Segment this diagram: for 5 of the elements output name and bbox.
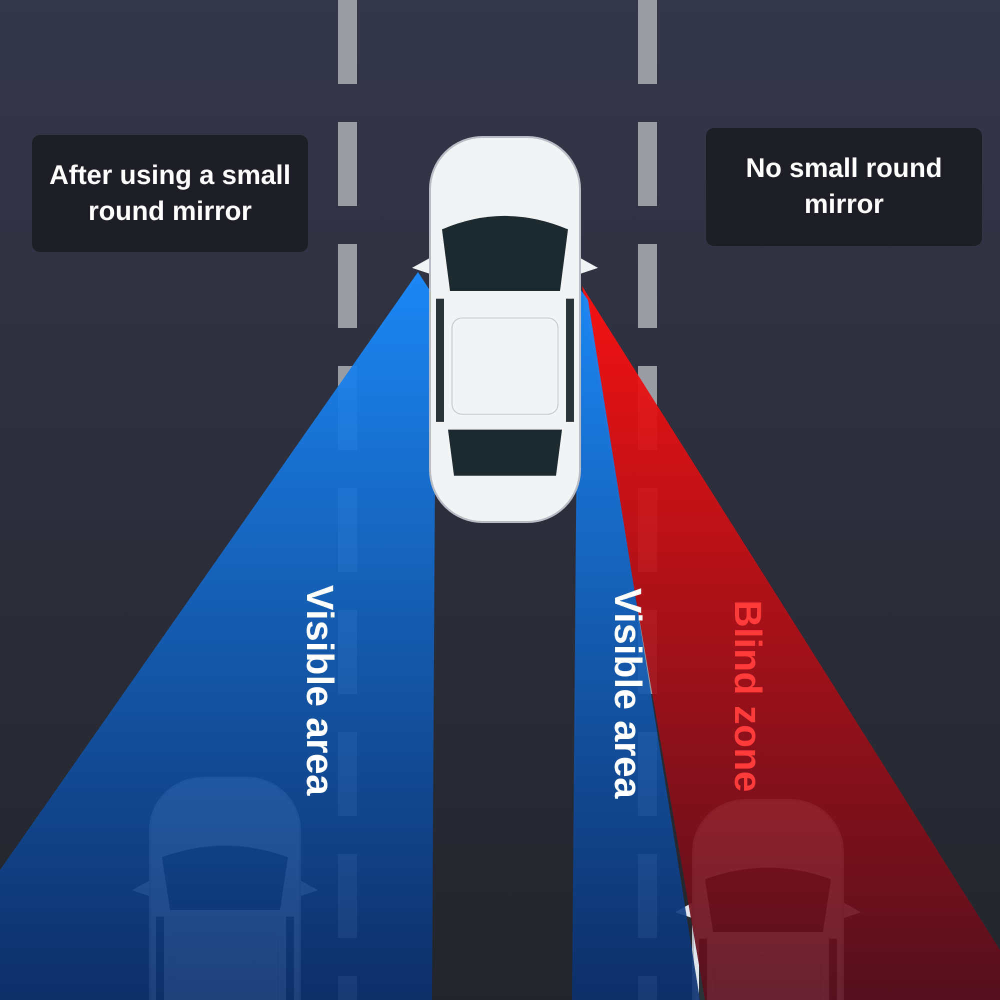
area-label: Blind zone <box>725 600 768 792</box>
area-label: Visible area <box>605 588 648 799</box>
note-label: No small round mirror <box>706 128 982 246</box>
note-label: After using a small round mirror <box>32 135 308 252</box>
area-label: Visible area <box>297 585 340 796</box>
